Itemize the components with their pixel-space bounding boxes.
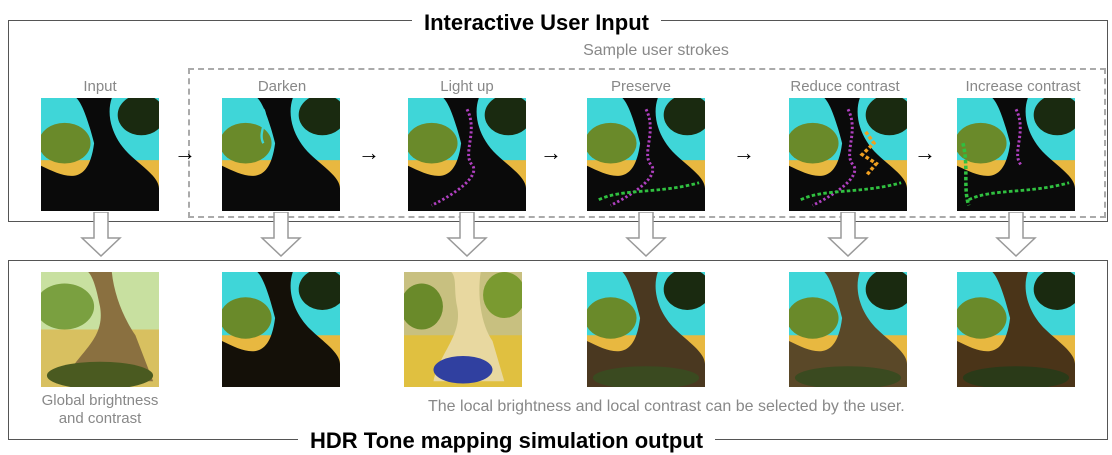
global-caption-line1: Global brightness (41, 392, 159, 409)
arrow-right-icon: → (174, 140, 196, 165)
output-panel-title: HDR Tone mapping simulation output (298, 428, 716, 454)
label-reduce-contrast: Reduce contrast (790, 78, 900, 95)
global-caption-line2: and contrast (58, 410, 142, 427)
output-increase-contrast-image (957, 272, 1075, 387)
down-arrow-icon (625, 212, 667, 258)
arrow-right-icon: → (914, 140, 936, 165)
output-light-up-image (404, 272, 522, 387)
label-preserve: Preserve (610, 78, 672, 95)
down-arrow-icon (80, 212, 122, 258)
sample-strokes-label: Sample user strokes (583, 42, 729, 59)
output-global-image (41, 272, 159, 387)
label-darken: Darken (257, 78, 307, 95)
down-arrow-icon (446, 212, 488, 258)
arrow-right-icon: → (358, 140, 380, 165)
reduce-contrast-image (789, 98, 907, 211)
down-arrow-icon (827, 212, 869, 258)
increase-contrast-image (957, 98, 1075, 211)
label-light-up: Light up (440, 78, 494, 95)
down-arrow-icon (260, 212, 302, 258)
input-image (41, 98, 159, 211)
global-caption: Global brightness and contrast (30, 392, 170, 428)
light-up-image (408, 98, 526, 211)
darken-image (222, 98, 340, 211)
output-preserve-image (587, 272, 705, 387)
down-arrow-icon (995, 212, 1037, 258)
arrow-right-icon: → (733, 140, 755, 165)
arrow-right-icon: → (540, 140, 562, 165)
label-input: Input (83, 78, 117, 95)
output-darken-image (222, 272, 340, 387)
label-increase-contrast: Increase contrast (965, 78, 1081, 95)
preserve-image (587, 98, 705, 211)
local-selection-note: The local brightness and local contrast … (428, 398, 905, 415)
output-reduce-contrast-image (789, 272, 907, 387)
input-panel-title: Interactive User Input (412, 10, 661, 36)
